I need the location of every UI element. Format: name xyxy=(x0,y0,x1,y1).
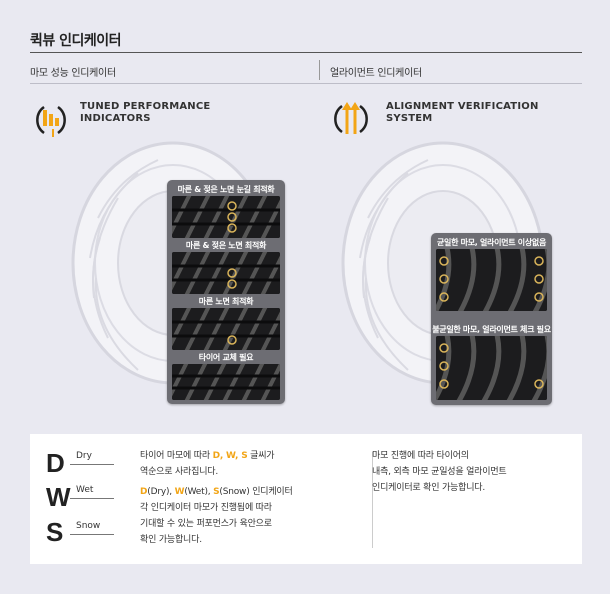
dws-underline xyxy=(70,498,114,499)
description-divider xyxy=(372,452,373,548)
panel-label: 마른 노면 최적화 xyxy=(198,297,254,306)
panel-label: 마른 & 젖은 노면 최적화 xyxy=(185,241,267,250)
description-box: D Dry W Wet S Snow 타이어 마모에 따라 D, W, S 글씨… xyxy=(30,434,582,564)
left-description: 타이어 마모에 따라 D, W, S 글씨가 역순으로 사라집니다. D(Dry… xyxy=(140,448,360,548)
dws-word-wet: Wet xyxy=(76,485,94,495)
desc-highlight: S xyxy=(213,487,220,497)
desc-text: 글씨가 xyxy=(247,451,275,461)
desc-line: 마모 진행에 따라 타이어의 xyxy=(372,451,469,461)
tread-strip xyxy=(436,336,547,400)
desc-text: (Wet), xyxy=(184,487,214,497)
desc-line: 내측, 외측 마모 균일성을 얼라이먼트 xyxy=(372,467,507,477)
right-system-title-line2: SYSTEM xyxy=(386,113,433,124)
alignment-panel: 균일한 마모, 얼라이먼트 이상없음 불균일한 마모, 얼라이먼트 체크 필요 xyxy=(431,233,552,405)
dws-underline xyxy=(70,534,114,535)
right-subtitle: 얼라이먼트 인디케이터 xyxy=(330,68,422,79)
dws-letter-s: S xyxy=(46,517,64,547)
page-title: 퀵뷰 인디케이터 xyxy=(30,33,122,49)
panel-label: 불균일한 마모, 얼라이먼트 체크 필요 xyxy=(432,325,551,334)
dws-letter-d: D xyxy=(46,448,65,478)
desc-line: 기대할 수 있는 퍼포먼스가 육안으로 xyxy=(140,519,272,529)
dws-underline xyxy=(70,464,114,465)
desc-line: D(Dry), W(Wet), S(Snow) 인디케이터 xyxy=(140,484,360,500)
desc-text: 타이어 마모에 따라 xyxy=(140,451,213,461)
left-system-title: TUNED PERFORMANCE INDICATORS xyxy=(80,101,210,125)
tread-strip xyxy=(172,252,280,294)
tread-strip xyxy=(172,364,280,400)
desc-text: (Snow) 인디케이터 xyxy=(219,487,293,497)
subtitle-rule xyxy=(30,83,582,84)
right-description: 마모 진행에 따라 타이어의 내측, 외측 마모 균일성을 얼라이먼트 인디케이… xyxy=(372,448,572,496)
desc-line: 각 인디케이터 마모가 진행됨에 따라 xyxy=(140,503,272,513)
dws-word-dry: Dry xyxy=(76,451,92,461)
panel-label: 타이어 교체 필요 xyxy=(198,353,254,362)
dws-letter-w: W xyxy=(46,482,71,512)
tread-wear-bars-icon xyxy=(32,101,70,139)
title-rule xyxy=(30,52,582,53)
panel-label: 균일한 마모, 얼라이먼트 이상없음 xyxy=(436,238,547,247)
dws-word-snow: Snow xyxy=(76,521,101,531)
alignment-arrows-icon xyxy=(332,100,370,138)
desc-line: 확인 가능합니다. xyxy=(140,535,202,545)
desc-highlight: D xyxy=(140,487,148,497)
desc-line: 타이어 마모에 따라 D, W, S 글씨가 xyxy=(140,448,360,464)
desc-highlight: W xyxy=(174,487,185,497)
desc-text: (Dry), xyxy=(147,487,175,497)
tread-strip xyxy=(172,196,280,238)
desc-line: 역순으로 사라집니다. xyxy=(140,467,219,477)
desc-highlight: D, W, S xyxy=(212,451,248,461)
subtitle-divider xyxy=(319,60,320,80)
desc-line: 인디케이터로 확인 가능합니다. xyxy=(372,483,486,493)
panel-label: 마른 & 젖은 노면 눈길 최적화 xyxy=(177,185,275,194)
tread-wear-panel: 마른 & 젖은 노면 눈길 최적화 마른 & 젖은 노면 최적화 마른 노면 최… xyxy=(167,180,285,404)
tread-strip xyxy=(436,249,547,311)
left-subtitle: 마모 성능 인디케이터 xyxy=(30,68,116,79)
right-system-title-line1: ALIGNMENT VERIFICATION xyxy=(386,101,539,112)
tread-strip xyxy=(172,308,280,350)
right-system-title: ALIGNMENT VERIFICATION SYSTEM xyxy=(386,101,539,125)
left-system-title-line1: TUNED PERFORMANCE xyxy=(80,101,211,112)
left-system-title-line2: INDICATORS xyxy=(80,113,151,124)
